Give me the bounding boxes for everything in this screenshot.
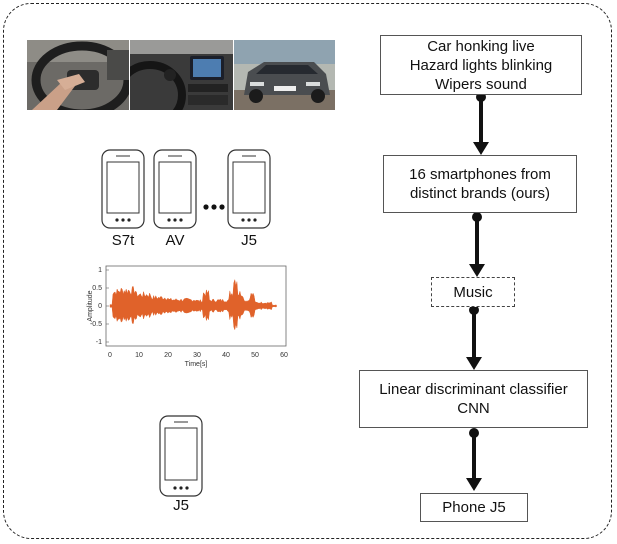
input-sound-line: Wipers sound xyxy=(435,75,527,93)
flow-arrow-2 xyxy=(469,212,485,277)
music-box: Music xyxy=(431,277,515,307)
diagram-frame xyxy=(3,3,612,539)
result-box: Phone J5 xyxy=(420,493,528,522)
phone-icon-result-j5 xyxy=(159,415,203,497)
smartphones-box: 16 smartphones from distinct brands (our… xyxy=(383,155,577,213)
xtick-label: 50 xyxy=(251,352,259,359)
ytick-label: 1 xyxy=(98,267,102,274)
phone-label-j5: J5 xyxy=(241,232,257,249)
result-phone-label-j5: J5 xyxy=(173,497,189,514)
car-dashboard-photo xyxy=(130,40,233,110)
input-sound-line: Car honking live xyxy=(427,37,535,55)
input-sounds-box: Car honking live Hazard lights blinking … xyxy=(380,35,582,95)
ytick-label: 0 xyxy=(98,303,102,310)
ytick-label: -0.5 xyxy=(90,321,102,328)
phone-icon-av xyxy=(153,149,197,229)
ytick-label: 0.5 xyxy=(92,285,102,292)
xtick-label: 10 xyxy=(135,352,143,359)
xtick-label: 60 xyxy=(280,352,288,359)
smartphones-line: 16 smartphones from xyxy=(409,166,551,183)
classifier-box: Linear discriminant classifier CNN xyxy=(359,370,588,428)
more-phones-ellipsis xyxy=(203,204,225,210)
input-sound-line: Hazard lights blinking xyxy=(409,56,553,74)
classifier-line: Linear discriminant classifier xyxy=(379,381,568,398)
result-label: Phone J5 xyxy=(442,499,506,516)
waveform-trace xyxy=(109,279,277,331)
phone-icon-j5 xyxy=(227,149,271,229)
y-axis-label: Amplitude xyxy=(87,290,94,321)
x-axis-label: Time[s] xyxy=(185,361,208,368)
xtick-label: 0 xyxy=(108,352,112,359)
hand-on-steering-wheel-photo xyxy=(27,40,129,110)
music-label: Music xyxy=(453,283,493,301)
phone-icon-s7t xyxy=(101,149,145,229)
phone-label-s7t: S7t xyxy=(111,232,135,249)
flow-arrow-4 xyxy=(466,428,482,491)
phone-label-av: AV xyxy=(165,232,185,249)
smartphones-line: distinct brands (ours) xyxy=(409,185,551,202)
grey-suv-photo xyxy=(234,40,335,110)
xtick-label: 20 xyxy=(164,352,172,359)
classifier-line: CNN xyxy=(457,400,490,417)
xtick-label: 40 xyxy=(222,352,230,359)
audio-waveform-plot: 1 0.5 0 -0.5 -1 0 10 20 30 40 50 60 Time… xyxy=(87,265,288,368)
ytick-label: -1 xyxy=(96,339,102,346)
xtick-label: 30 xyxy=(193,352,201,359)
flow-arrow-1 xyxy=(473,92,489,155)
flow-arrow-3 xyxy=(466,305,482,370)
